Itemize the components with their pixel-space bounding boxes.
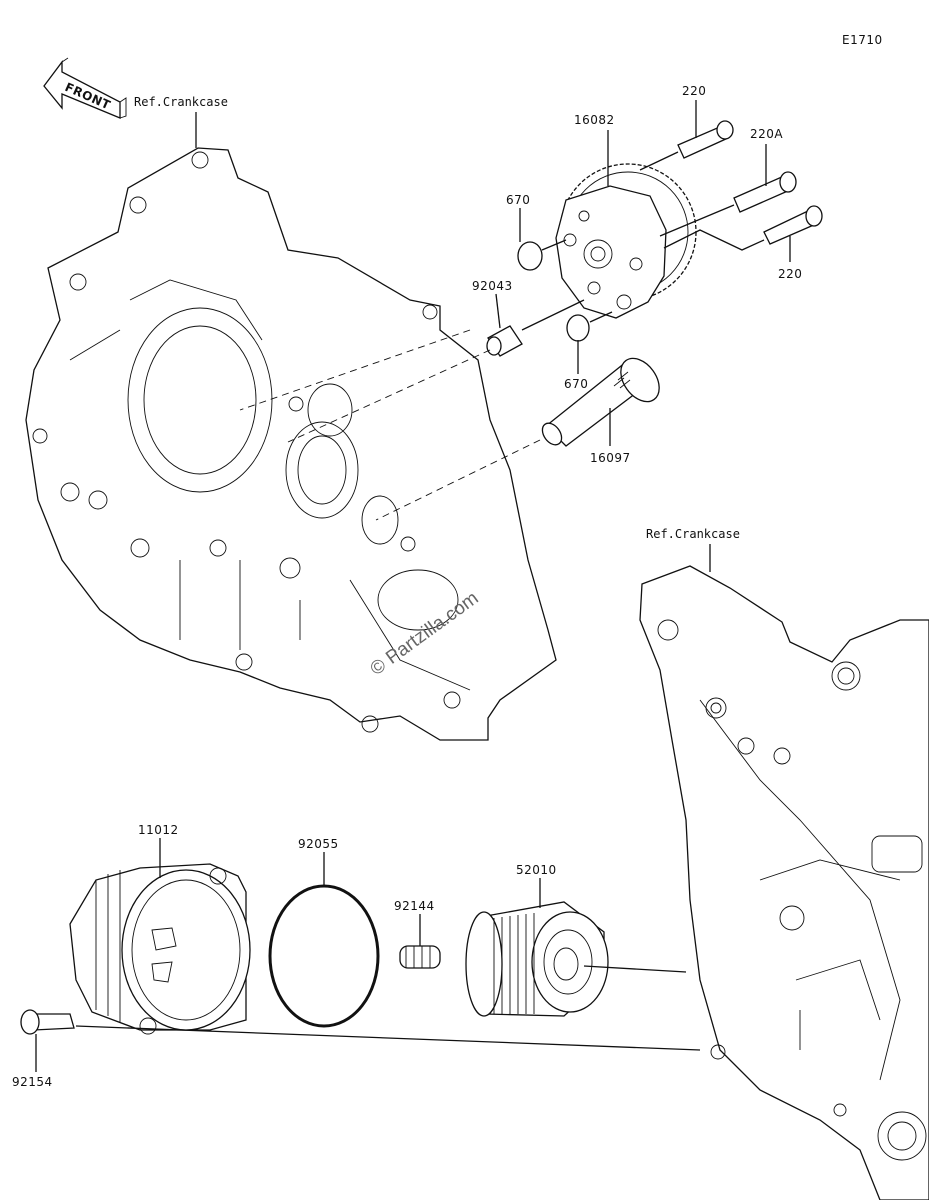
oring-670-bottom [566, 314, 590, 342]
bolt-220-top [677, 120, 734, 159]
label-52010: 52010 [516, 863, 557, 877]
ref-crankcase-top-label: Ref.Crankcase [134, 95, 228, 109]
leader-220a-to-pump [659, 204, 735, 237]
label-92043: 92043 [472, 279, 513, 293]
dashed-16097-to-crankcase [375, 439, 541, 521]
label-92154: 92154 [12, 1075, 53, 1089]
ref-crankcase-right-label: Ref.Crankcase [646, 527, 740, 541]
label-220a: 220A [750, 127, 783, 141]
oil-filter-element-52010 [465, 901, 609, 1017]
filter-cover-11012 [69, 863, 251, 1035]
front-arrow-icon: FRONT [43, 57, 127, 119]
leader-220-bottom-to-pump [663, 229, 765, 251]
label-670-bottom: 670 [564, 377, 588, 391]
label-220-bottom: 220 [778, 267, 802, 281]
label-16097: 16097 [590, 451, 631, 465]
dashed-pump-to-crankcase [239, 329, 471, 411]
leader-220-top-to-pump [639, 151, 679, 171]
leader-92043-to-pump [521, 299, 585, 331]
label-11012: 11012 [138, 823, 179, 837]
label-16082: 16082 [574, 113, 615, 127]
label-670-top: 670 [506, 193, 530, 207]
dowel-pin-92043 [486, 325, 523, 357]
bolt-220a [733, 171, 797, 213]
upper-crankcase-ref [25, 147, 557, 741]
leader-92043 [495, 293, 501, 329]
diagram-code: E1710 [842, 33, 883, 47]
label-220-top: 220 [682, 84, 706, 98]
label-92055: 92055 [298, 837, 339, 851]
right-crankcase-ref [639, 565, 929, 1200]
label-92144: 92144 [394, 899, 435, 913]
leader-670-top-to-pump [541, 239, 567, 251]
leader-92154-to-crankcase [75, 1025, 701, 1051]
spring-92144 [399, 945, 441, 969]
bolt-92154 [20, 1009, 75, 1035]
oil-strainer-16097 [541, 357, 660, 447]
leader-670-bottom-to-pump [589, 311, 613, 323]
oring-670-top [517, 241, 543, 271]
oring-92055 [268, 884, 380, 1028]
dashed-92043-to-crankcase [287, 349, 491, 443]
leader-52010-to-crankcase [583, 965, 687, 973]
bolt-220-bottom [763, 205, 823, 245]
oil-pump-gear-16082 [555, 163, 697, 319]
